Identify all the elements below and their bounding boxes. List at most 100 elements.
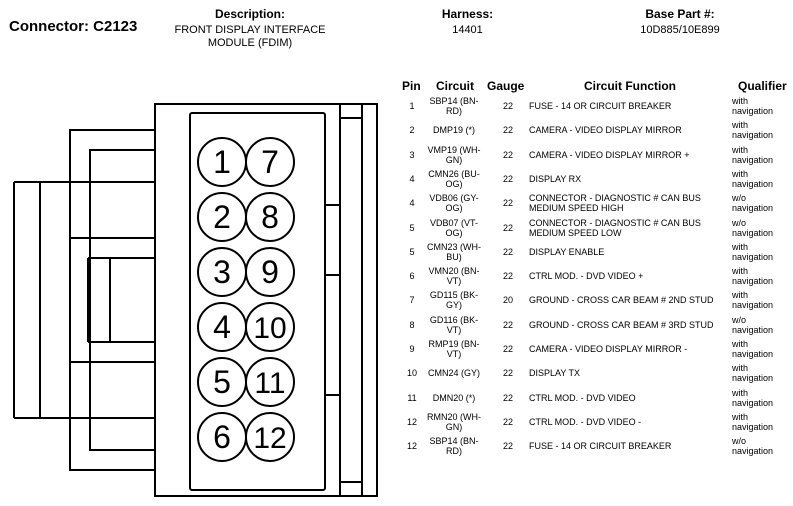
pin-number-label: 6 — [213, 419, 231, 455]
description-value: FRONT DISPLAY INTERFACE MODULE (FDIM) — [174, 24, 326, 49]
pin-cell: 11 — [407, 392, 417, 403]
pin-cavity — [245, 357, 295, 407]
pin-cell: 2 — [409, 125, 415, 136]
gauge-cell: 22 — [502, 173, 513, 184]
gauge-cell: 22 — [502, 149, 513, 160]
qualifier-cell: with navigation — [732, 339, 774, 359]
circuit-cell: GD116 (BK- VT) — [429, 314, 479, 335]
pin-number-label: 3 — [213, 254, 231, 290]
gauge-cell: 22 — [502, 125, 513, 136]
gauge-cell: 22 — [502, 392, 513, 403]
gauge-cell: 22 — [502, 222, 513, 233]
qualifier-cell: with navigation — [732, 120, 774, 141]
pin-cell: 7 — [409, 295, 415, 306]
circuit-cell: VMN20 (BN- VT) — [428, 266, 480, 287]
pin-cavity — [245, 247, 295, 297]
column-header-gauge: Gauge — [487, 79, 525, 93]
circuit-cell: VDB07 (VT- OG) — [429, 217, 478, 238]
pin-number-label: 4 — [213, 309, 231, 345]
function-cell: FUSE - 14 OR CIRCUIT BREAKER — [529, 101, 672, 111]
pin-cavity — [245, 192, 295, 242]
pin-number-label: 11 — [254, 367, 285, 400]
function-cell: CAMERA - VIDEO DISPLAY MIRROR + — [529, 149, 690, 160]
function-cell: DISPLAY TX — [529, 368, 581, 379]
pin-cell: 9 — [409, 344, 415, 354]
gauge-cell: 22 — [502, 319, 513, 330]
description-label: Description: — [214, 7, 285, 21]
circuit-cell: CMN26 (BU- OG) — [428, 168, 480, 189]
circuit-cell: RMP19 (BN- VT) — [428, 339, 480, 359]
qualifier-cell: with navigation — [732, 96, 774, 116]
pin-number-label: 7 — [261, 144, 279, 180]
pin-cell: 10 — [406, 368, 417, 379]
pin-number-label: 5 — [213, 364, 231, 400]
pin-cell: 6 — [409, 271, 415, 282]
function-cell: GROUND - CROSS CAR BEAM # 3RD STUD — [529, 319, 714, 330]
circuit-cell: CMN23 (WH- BU) — [427, 241, 481, 262]
qualifier-cell: with navigation — [732, 363, 774, 384]
column-header-function: Circuit Function — [584, 79, 676, 93]
pin-cell: 4 — [409, 198, 415, 209]
harness-value: 14401 — [452, 24, 483, 36]
basepart-value: 10D885/10E899 — [640, 24, 720, 36]
function-cell: FUSE - 14 OR CIRCUIT BREAKER — [529, 441, 672, 452]
pin-number-label: 8 — [261, 199, 279, 235]
circuit-cell: RMN20 (WH- GN) — [427, 411, 481, 432]
function-cell: CONNECTOR - DIAGNOSTIC # CAN BUS MEDIUM … — [529, 193, 701, 214]
function-cell: GROUND - CROSS CAR BEAM # 2ND STUD — [529, 295, 714, 306]
circuit-cell: DMN20 (*) — [432, 392, 476, 403]
basepart-label: Base Part #: — [645, 7, 715, 21]
gauge-cell: 22 — [502, 101, 513, 111]
pin-cell: 12 — [406, 416, 417, 427]
circuit-cell: SBP14 (BN- RD) — [429, 96, 479, 116]
circuit-cell: VDB06 (GY- OG) — [429, 193, 479, 214]
qualifier-cell: with navigation — [732, 144, 774, 165]
qualifier-cell: with navigation — [732, 266, 774, 287]
pin-cell: 5 — [409, 246, 415, 257]
qualifier-cell: with navigation — [732, 168, 774, 189]
column-header-circuit: Circuit — [436, 79, 475, 93]
gauge-cell: 22 — [502, 246, 513, 257]
function-cell: CTRL MOD. - DVD VIDEO - — [529, 416, 642, 427]
function-cell: CONNECTOR - DIAGNOSTIC # CAN BUS MEDIUM … — [529, 217, 701, 238]
gauge-cell: 22 — [502, 271, 513, 282]
connector-title: Connector: C2123 — [9, 18, 138, 35]
pin-cell: 8 — [409, 319, 415, 330]
gauge-cell: 20 — [502, 295, 513, 306]
circuit-cell: DMP19 (*) — [432, 125, 475, 136]
qualifier-cell: with navigation — [732, 387, 774, 408]
pin-cell: 12 — [406, 441, 417, 452]
qualifier-cell: with navigation — [732, 290, 774, 311]
function-cell: CAMERA - VIDEO DISPLAY MIRROR — [529, 125, 682, 136]
pin-cavity — [245, 137, 295, 187]
function-cell: CAMERA - VIDEO DISPLAY MIRROR - — [529, 344, 688, 354]
pin-cavity — [245, 302, 295, 352]
gauge-cell: 22 — [502, 441, 513, 452]
pin-number-label: 10 — [253, 312, 286, 345]
column-header-qualifier: Qualifier — [738, 79, 787, 93]
circuit-cell: SBP14 (BN- RD) — [429, 436, 479, 457]
pin-cell: 4 — [409, 173, 415, 184]
pin-cell: 5 — [409, 222, 415, 233]
circuit-cell: VMP19 (WH- GN) — [427, 144, 481, 165]
function-cell: DISPLAY RX — [529, 173, 582, 184]
qualifier-cell: with navigation — [732, 411, 774, 432]
pin-number-label: 1 — [213, 144, 231, 180]
pin-cell: 1 — [409, 101, 415, 111]
column-header-pin: Pin — [402, 79, 421, 93]
pin-number-label: 12 — [253, 422, 286, 455]
function-cell: CTRL MOD. - DVD VIDEO + — [529, 271, 644, 282]
function-cell: CTRL MOD. - DVD VIDEO — [529, 392, 636, 403]
qualifier-cell: w/o navigation — [732, 193, 774, 214]
qualifier-cell: w/o navigation — [732, 217, 774, 238]
qualifier-cell: with navigation — [732, 241, 774, 262]
gauge-cell: 22 — [502, 344, 513, 354]
pin-number-label: 9 — [261, 254, 279, 290]
pin-cell: 3 — [409, 149, 415, 160]
function-cell: DISPLAY ENABLE — [529, 246, 605, 257]
qualifier-cell: w/o navigation — [732, 314, 774, 335]
circuit-cell: GD115 (BK- GY) — [429, 290, 479, 311]
pin-cavity — [245, 412, 295, 462]
gauge-cell: 22 — [502, 198, 513, 209]
